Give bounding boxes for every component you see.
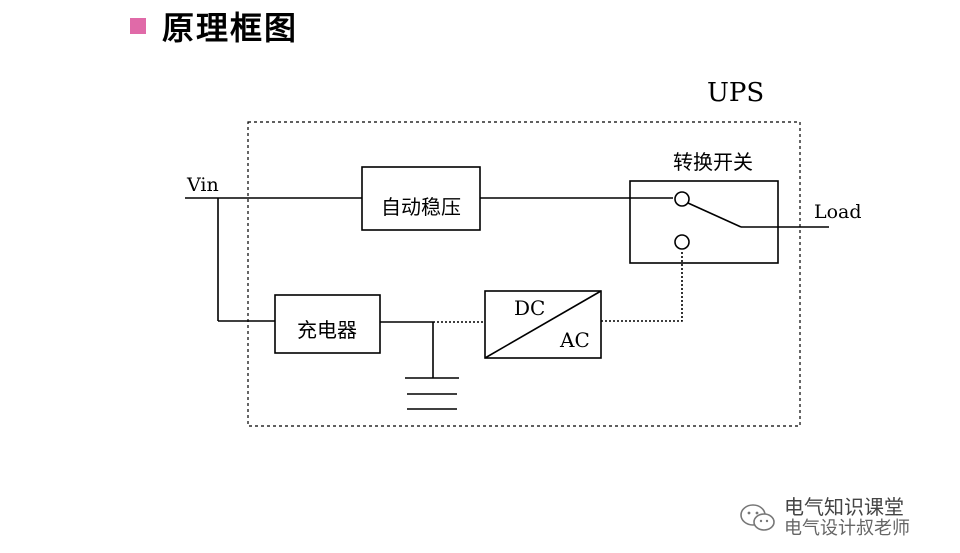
- load-label: Load: [814, 201, 862, 223]
- watermark-line-1: 电气知识课堂: [784, 495, 904, 519]
- switch-blade: [687, 202, 742, 228]
- inverter-ac-label: AC: [559, 328, 590, 352]
- switch-contact-bottom: [674, 234, 690, 250]
- switch-block: [629, 180, 779, 264]
- avr-label: 自动稳压: [381, 195, 461, 219]
- ups-boundary: [247, 121, 801, 427]
- inverter-dc-label: DC: [514, 296, 545, 320]
- switch-contact-top: [674, 191, 690, 207]
- ups-label: UPS: [707, 78, 764, 108]
- title-bullet-icon: [130, 18, 146, 34]
- inverter-to-switch-line: [601, 250, 683, 322]
- charger-block: [274, 294, 381, 354]
- wechat-icon: [740, 504, 775, 531]
- slide-title: 原理框图: [130, 4, 298, 48]
- charger-label: 充电器: [297, 318, 357, 342]
- title-text: 原理框图: [162, 9, 299, 47]
- watermark-line-2: 电气设计叔老师: [784, 518, 910, 539]
- vin-label: Vin: [186, 174, 219, 196]
- switch-label: 转换开关: [673, 150, 753, 174]
- watermark: 电气知识课堂 电气设计叔老师: [738, 496, 910, 540]
- inverter-diagonal: [484, 290, 602, 359]
- inverter-block: [484, 290, 602, 359]
